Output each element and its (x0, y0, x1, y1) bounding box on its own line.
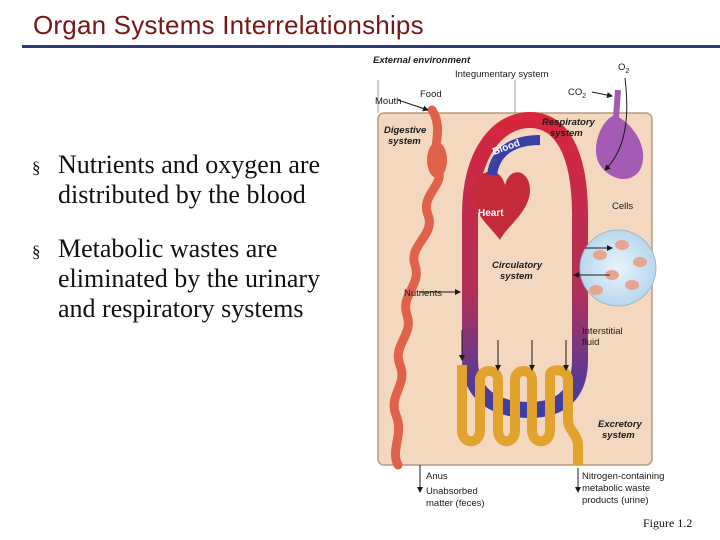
bullet-square-icon: § (32, 242, 41, 261)
mouth-arrow (397, 99, 429, 112)
cell (615, 240, 629, 250)
slide-title: Organ Systems Interrelationships (33, 10, 424, 40)
organ-systems-diagram: External environment Integumentary syste… (373, 55, 664, 509)
mouth-label: Mouth (375, 96, 401, 107)
anus-label: Anus (426, 471, 448, 482)
bullet-text: Metabolic wastes are eliminated by the u… (58, 234, 321, 323)
cell (633, 257, 647, 267)
cell (625, 280, 639, 290)
bullet-list: § Nutrients and oxygen are distributed b… (32, 150, 352, 348)
figure-caption: Figure 1.2 (643, 516, 693, 530)
heart-label: Heart (478, 208, 504, 219)
cell (593, 250, 607, 260)
co2-label: CO2 (568, 87, 586, 100)
trachea (613, 89, 621, 119)
bullet-item: § Metabolic wastes are eliminated by the… (32, 234, 352, 324)
bullet-square-icon: § (32, 158, 41, 177)
food-label: Food (420, 89, 442, 100)
o2-arrow (604, 77, 628, 171)
co2-arrow (591, 91, 613, 98)
aorta (487, 135, 541, 176)
cells-label: Cells (612, 201, 633, 212)
bullet-item: § Nutrients and oxygen are distributed b… (32, 150, 352, 210)
cell (605, 270, 619, 280)
title-underline (22, 45, 720, 48)
nutrients-label: Nutrients (404, 288, 442, 299)
cell (589, 285, 603, 295)
o2-label: O2 (618, 62, 629, 75)
heart (471, 171, 530, 240)
integumentary-system-label: Integumentary system (455, 69, 549, 80)
external-environment-label: External environment (373, 55, 471, 66)
bullet-text: Nutrients and oxygen are distributed by … (58, 150, 321, 209)
excretory-tubules (457, 365, 583, 465)
stomach (427, 142, 447, 178)
